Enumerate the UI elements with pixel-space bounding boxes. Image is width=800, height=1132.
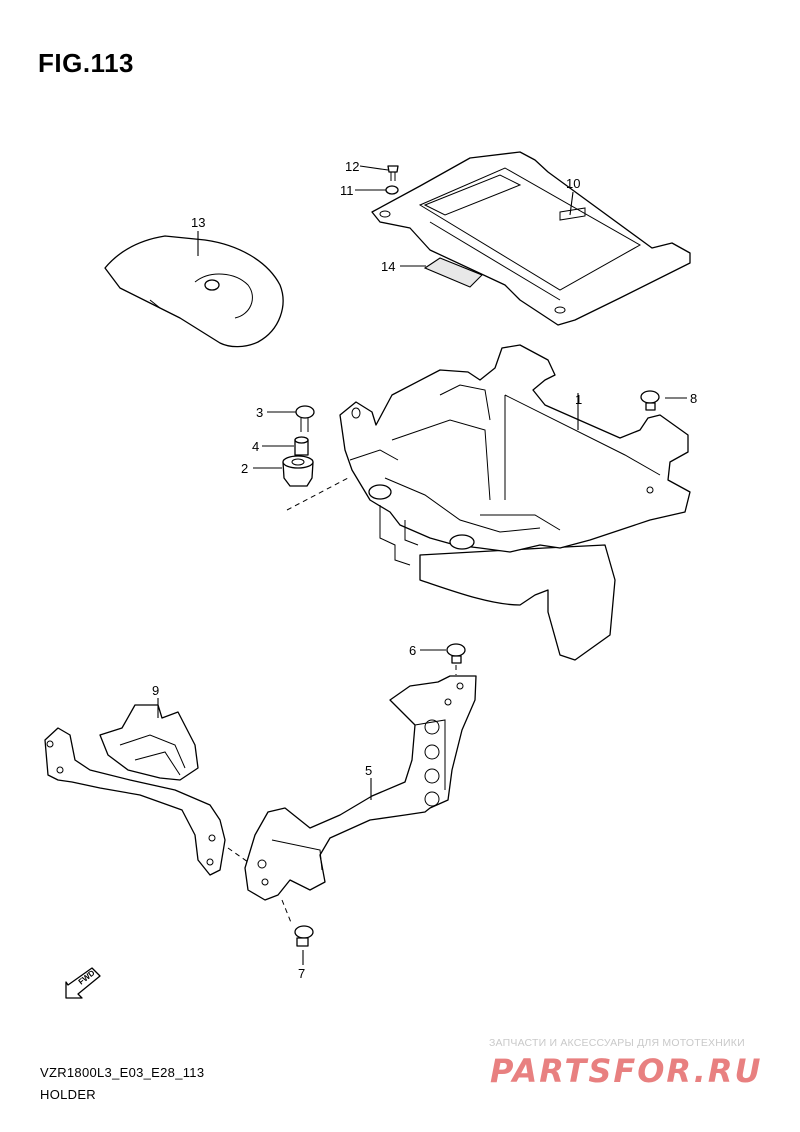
callout-11: 11	[340, 183, 354, 198]
part-6-bolt	[446, 643, 466, 664]
part-14-pad	[423, 257, 483, 288]
part-4-collar	[294, 436, 309, 456]
callout-2: 2	[241, 461, 248, 476]
part-8-bolt	[640, 390, 660, 411]
part-7-bolt	[294, 925, 314, 947]
part-13-cover	[104, 235, 284, 348]
model-code: VZR1800L3_E03_E28_113	[40, 1065, 205, 1080]
figure-title: FIG.113	[38, 48, 134, 78]
figure-name: HOLDER	[40, 1087, 96, 1102]
part-12-screw	[387, 165, 399, 181]
callout-1: 1	[575, 392, 582, 407]
part-1-holder-box	[339, 344, 691, 661]
part-5-bracket	[244, 675, 477, 901]
callout-6: 6	[409, 643, 416, 658]
callout-3: 3	[256, 405, 263, 420]
assembly-line-7	[281, 899, 293, 926]
callout-13: 13	[191, 215, 205, 230]
fwd-arrow-icon: FWD	[65, 967, 101, 999]
watermark-logo: PARTSFOR.RU	[490, 1052, 763, 1090]
callout-7: 7	[298, 966, 305, 981]
callout-5: 5	[365, 763, 372, 778]
part-3-bolt	[295, 405, 315, 432]
callout-10: 10	[566, 176, 580, 191]
watermark-tagline: ЗАПЧАСТИ И АКСЕССУАРЫ ДЛЯ МОТОТЕХНИКИ	[489, 1037, 745, 1049]
callout-4: 4	[252, 439, 259, 454]
callout-14: 14	[381, 259, 395, 274]
leader-lines	[157, 165, 687, 965]
part-11-nut	[385, 185, 399, 195]
assembly-line-9	[227, 847, 249, 863]
assembly-line-2	[286, 477, 349, 511]
part-2-damper	[282, 455, 314, 487]
part-10-tray	[371, 151, 691, 326]
callout-labels: 12 11 10 13 14 1 8 3 4 2 6 9 5 7	[152, 159, 697, 981]
callout-8: 8	[690, 391, 697, 406]
part-9-bracket	[44, 704, 226, 876]
callout-9: 9	[152, 683, 159, 698]
callout-12: 12	[345, 159, 359, 174]
